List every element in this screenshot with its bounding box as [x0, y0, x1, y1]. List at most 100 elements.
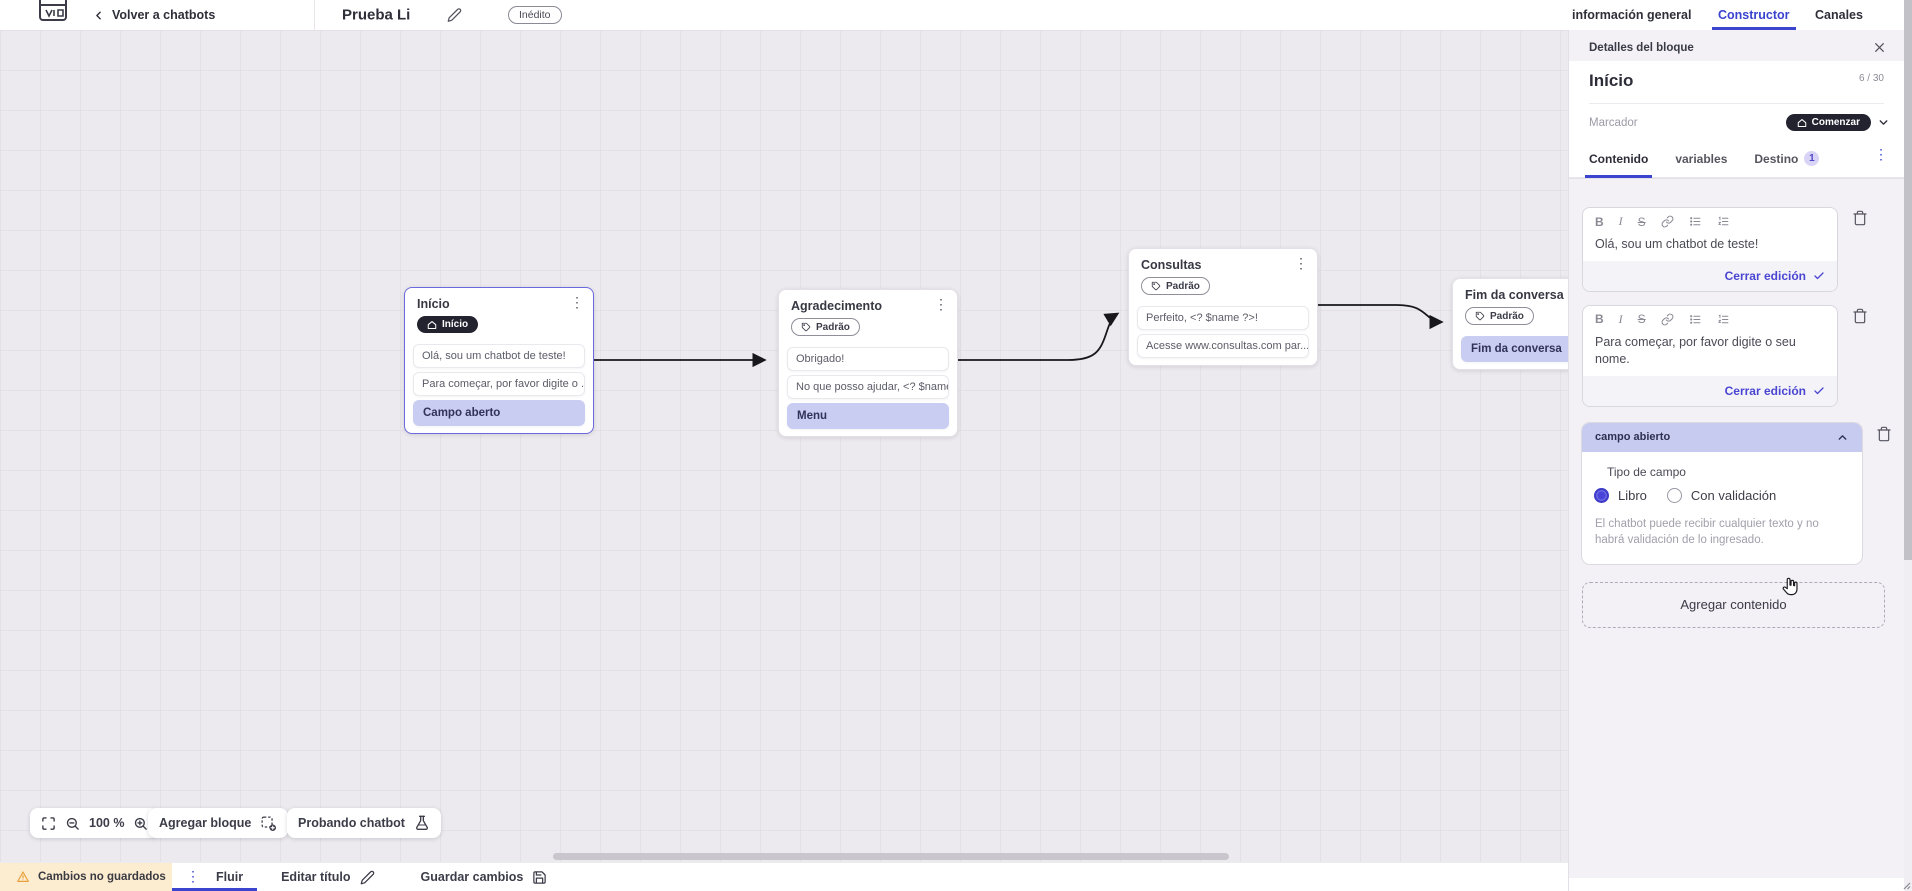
bold-button[interactable]: B	[1595, 214, 1604, 229]
radio-con-validacion-label[interactable]: Con validación	[1690, 487, 1777, 503]
link-button[interactable]	[1661, 313, 1674, 326]
close-panel-button[interactable]	[1873, 41, 1886, 54]
flow-node-consultas[interactable]: Consultas ⋮ Padrão Perfeito, <? $name ?>…	[1128, 248, 1318, 366]
kebab-menu-icon[interactable]: ⋮	[570, 294, 584, 310]
flow-canvas[interactable]: Início ⋮ Início Olá, sou um chatbot de t…	[0, 30, 1568, 862]
tab-contenido[interactable]: Contenido	[1584, 145, 1653, 178]
marker-select[interactable]: Comenzar	[1785, 114, 1890, 131]
app-logo	[36, 0, 70, 26]
delete-content-button[interactable]	[1876, 426, 1892, 442]
zoom-out-button[interactable]	[65, 816, 80, 831]
node-message[interactable]: Perfeito, <? $name ?>!	[1137, 306, 1309, 330]
horizontal-scrollbar[interactable]	[553, 853, 1229, 860]
bullet-list-icon	[1689, 315, 1701, 324]
message-text-input[interactable]: Para começar, por favor digite o seu nom…	[1595, 334, 1796, 366]
zoom-in-button[interactable]	[133, 816, 148, 831]
italic-button[interactable]: I	[1618, 214, 1623, 228]
fullscreen-button[interactable]	[41, 816, 56, 831]
back-label: Volver a chatbots	[112, 8, 216, 22]
add-block-button[interactable]: Agregar bloque	[148, 808, 289, 838]
tag-icon	[801, 322, 811, 332]
radio-libro-label[interactable]: Libro	[1618, 487, 1647, 503]
divider	[1589, 103, 1884, 104]
bullet-list-button[interactable]	[1689, 215, 1702, 228]
vertical-scrollbar[interactable]	[1904, 0, 1912, 891]
chevron-up-icon	[1838, 434, 1847, 440]
home-icon	[427, 320, 437, 329]
link-icon	[1661, 215, 1674, 228]
tab-canales[interactable]: Canales	[1815, 8, 1863, 22]
field-type-label: Tipo de campo	[1607, 464, 1686, 479]
node-message[interactable]: Olá, sou um chatbot de teste!	[413, 344, 585, 368]
trash-icon	[1853, 210, 1867, 226]
flow-tab[interactable]: ⋮ Fluir	[172, 863, 258, 891]
ordered-list-button[interactable]	[1717, 215, 1730, 228]
kebab-menu-icon[interactable]: ⋮	[186, 868, 200, 885]
tag-icon	[1475, 311, 1485, 321]
test-chatbot-button[interactable]: Probando chatbot	[287, 808, 441, 838]
save-changes-button[interactable]: Guardar cambios	[421, 863, 548, 891]
close-edit-button[interactable]: Cerrar edición	[1583, 260, 1837, 291]
tab-variables[interactable]: variables	[1675, 151, 1728, 166]
chevron-down-icon	[1879, 120, 1888, 125]
link-button[interactable]	[1661, 215, 1674, 228]
node-message[interactable]: Obrigado!	[787, 347, 949, 371]
zoom-in-icon	[135, 817, 148, 830]
node-menu[interactable]: Menu	[787, 403, 949, 429]
node-open-field[interactable]: Campo aberto	[413, 400, 585, 426]
edit-title-button[interactable]: Editar título	[281, 863, 374, 891]
top-bar: Volver a chatbots Prueba Li Inédito info…	[0, 0, 1912, 30]
strikethrough-button[interactable]: S	[1637, 312, 1646, 327]
delete-content-button[interactable]	[1852, 308, 1868, 324]
zoom-out-icon	[66, 817, 79, 830]
tab-destino[interactable]: Destino 1	[1754, 144, 1820, 177]
edit-title-button[interactable]	[447, 8, 462, 23]
kebab-menu-icon[interactable]: ⋮	[1874, 146, 1888, 162]
add-content-button[interactable]: Agregar contenido	[1582, 581, 1885, 628]
flow-node-fim-da-conversa[interactable]: Fim da conversa Padrão Fim da conversa	[1452, 278, 1568, 370]
zoom-level: 100 %	[89, 816, 125, 830]
block-name[interactable]: Início	[1589, 71, 1634, 90]
flow-node-agradecimento[interactable]: Agradecimento ⋮ Padrão Obrigado! No que …	[778, 289, 958, 437]
vertical-scrollbar-thumb[interactable]	[1904, 0, 1912, 560]
node-message[interactable]: Para começar, por favor digite o ...	[413, 372, 585, 396]
start-marker-badge[interactable]: Comenzar	[1785, 114, 1871, 131]
chevron-left-icon	[96, 11, 101, 19]
close-edit-button[interactable]: Cerrar edición	[1583, 375, 1837, 406]
close-icon	[1875, 43, 1884, 52]
panel-footer	[1569, 878, 1904, 891]
ordered-list-button[interactable]	[1717, 313, 1730, 326]
node-title: Fim da conversa	[1465, 288, 1564, 302]
bold-button[interactable]: B	[1595, 312, 1604, 327]
bullet-list-icon	[1689, 217, 1701, 226]
radio-con-validacion[interactable]	[1666, 487, 1682, 503]
tab-informacion-general[interactable]: información general	[1572, 8, 1692, 22]
marker-label: Marcador	[1589, 116, 1638, 129]
flow-node-inicio[interactable]: Início ⋮ Início Olá, sou um chatbot de t…	[404, 287, 594, 434]
ordered-list-icon	[1717, 314, 1729, 324]
italic-button[interactable]: I	[1618, 311, 1623, 326]
open-field-header[interactable]: campo abierto	[1582, 422, 1862, 452]
node-end[interactable]: Fim da conversa	[1461, 336, 1568, 362]
destino-count-badge: 1	[1804, 151, 1820, 166]
kebab-menu-icon[interactable]: ⋮	[1294, 255, 1308, 271]
radio-libro[interactable]	[1594, 487, 1609, 503]
node-message[interactable]: Acesse www.consultas.com par...	[1137, 334, 1309, 358]
bottom-status-bar: Cambios no guardados ⋮ Fluir Editar títu…	[0, 862, 1568, 891]
node-title: Início	[417, 297, 450, 311]
fullscreen-icon	[42, 816, 55, 830]
message-text-input[interactable]: Olá, sou um chatbot de teste!	[1595, 237, 1759, 251]
add-block-icon	[261, 815, 277, 831]
text-content-editor[interactable]: B I S Para começar, por favor digite o s…	[1582, 304, 1838, 407]
delete-content-button[interactable]	[1852, 210, 1868, 226]
tab-constructor[interactable]: Constructor	[1712, 0, 1796, 30]
open-field-block: campo abierto Tipo de campo Libro Con va…	[1582, 422, 1862, 564]
bullet-list-button[interactable]	[1689, 313, 1702, 326]
strikethrough-button[interactable]: S	[1637, 214, 1646, 229]
save-icon	[533, 870, 547, 884]
kebab-menu-icon[interactable]: ⋮	[934, 296, 948, 312]
back-to-chatbots-link[interactable]: Volver a chatbots	[92, 8, 215, 22]
resize-corner-icon	[1903, 882, 1911, 890]
text-content-editor[interactable]: B I S Olá, sou um chatbot de teste! Cerr…	[1582, 207, 1838, 292]
node-message[interactable]: No que posso ajudar, <? $name ...	[787, 375, 949, 399]
